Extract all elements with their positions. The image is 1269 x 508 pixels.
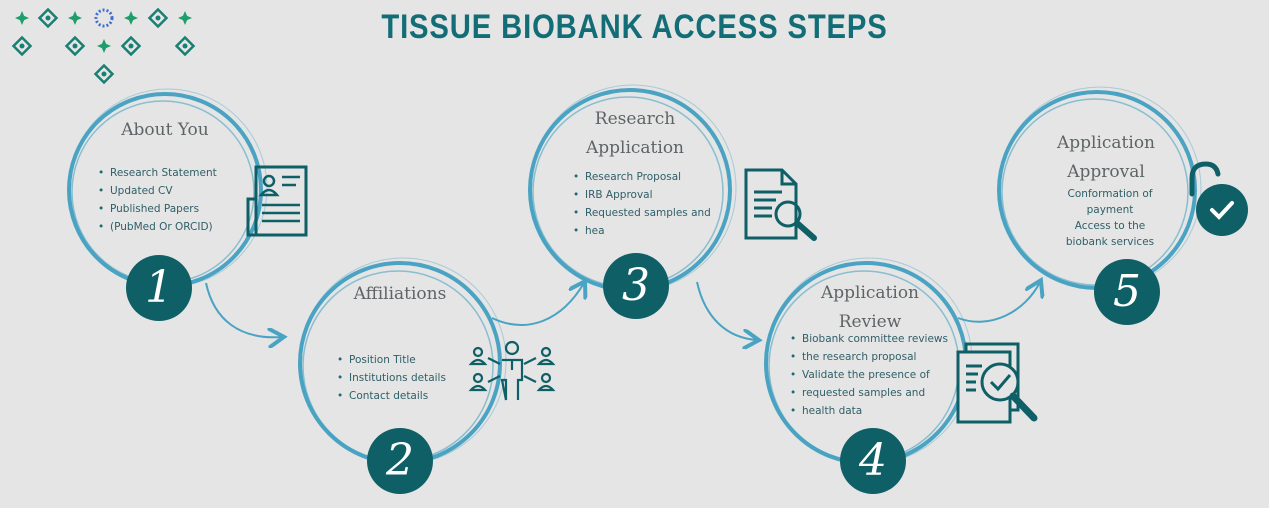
list-item: the research proposal bbox=[790, 348, 965, 366]
network-people-icon bbox=[468, 340, 556, 401]
list-item: IRB Approval bbox=[573, 186, 733, 204]
list-item: (PubMed Or ORCID) bbox=[98, 218, 248, 236]
step-4-heading: Application Review bbox=[820, 283, 920, 332]
arrow-3-to-4 bbox=[696, 281, 757, 340]
logo-sparkle bbox=[97, 39, 111, 53]
step-3-heading: Research Application bbox=[585, 109, 685, 158]
step-1-number-badge: 1 bbox=[126, 255, 192, 321]
document-search-icon bbox=[744, 168, 817, 241]
step-4-list: Biobank committee reviews the research p… bbox=[790, 330, 965, 420]
list-item: requested samples and bbox=[790, 384, 965, 402]
logo-knot-center bbox=[101, 71, 107, 77]
logo-knot bbox=[120, 35, 142, 57]
step-1-list: Research Statement Updated CV Published … bbox=[98, 164, 248, 236]
logo-knot-center bbox=[45, 15, 51, 21]
arrow-1-to-2 bbox=[205, 282, 282, 337]
step-4-number-badge: 4 bbox=[840, 428, 906, 494]
list-item: health data bbox=[790, 402, 965, 420]
resume-document-icon bbox=[246, 165, 308, 237]
list-item: Published Papers bbox=[98, 200, 248, 218]
step-3-list: Research Proposal IRB Approval Requested… bbox=[573, 168, 733, 240]
list-item: Position Title bbox=[337, 351, 467, 369]
step-5-number-badge: 5 bbox=[1094, 259, 1160, 325]
list-item: Institutions details bbox=[337, 369, 467, 387]
list-item: Biobank committee reviews bbox=[790, 330, 965, 348]
list-item: Conformation of bbox=[1067, 188, 1153, 200]
list-item: payment bbox=[1086, 204, 1134, 216]
list-item: hea bbox=[573, 222, 733, 240]
logo-knot bbox=[174, 35, 196, 57]
logo-knot-center bbox=[19, 43, 25, 49]
list-item: Research Statement bbox=[98, 164, 248, 182]
logo-knot-center bbox=[182, 43, 188, 49]
logo-knot-center bbox=[72, 43, 78, 49]
logo-knot bbox=[11, 35, 33, 57]
step-5-list: Conformation of payment Access to the bi… bbox=[1040, 186, 1180, 250]
logo-knot bbox=[147, 7, 169, 29]
logo-knot-center bbox=[155, 15, 161, 21]
step-2-list: Position Title Institutions details Cont… bbox=[337, 351, 467, 405]
list-item: Contact details bbox=[337, 387, 467, 405]
logo-knot bbox=[37, 7, 59, 29]
list-item: biobank services bbox=[1065, 236, 1155, 248]
list-item: Updated CV bbox=[98, 182, 248, 200]
logo-rosette bbox=[94, 8, 114, 28]
unlocked-padlock-check-icon bbox=[1189, 161, 1248, 236]
logo-knot bbox=[64, 35, 86, 57]
step-2-heading: Affiliations bbox=[353, 284, 447, 304]
step-2-number-badge: 2 bbox=[367, 428, 433, 494]
logo-sparkle bbox=[15, 11, 29, 25]
step-5-heading: Application Approval bbox=[1056, 133, 1156, 182]
step-1-heading: About You bbox=[121, 120, 209, 140]
decorative-logo-pattern bbox=[11, 7, 196, 85]
logo-knot bbox=[93, 63, 115, 85]
logo-sparkle bbox=[178, 11, 192, 25]
logo-sparkle bbox=[68, 11, 82, 25]
arrow-2-to-3 bbox=[491, 283, 584, 326]
list-item: Research Proposal bbox=[573, 168, 733, 186]
logo-knot-center bbox=[128, 43, 134, 49]
list-item: Validate the presence of bbox=[790, 366, 965, 384]
list-item: Requested samples and bbox=[573, 204, 733, 222]
page-title: TISSUE BIOBANK ACCESS STEPS bbox=[381, 8, 888, 46]
document-review-icon bbox=[956, 342, 1038, 424]
arrow-4-to-5 bbox=[957, 282, 1040, 323]
logo-sparkle bbox=[124, 11, 138, 25]
list-item: Access to the bbox=[1074, 220, 1146, 232]
step-3-number-badge: 3 bbox=[603, 253, 669, 319]
